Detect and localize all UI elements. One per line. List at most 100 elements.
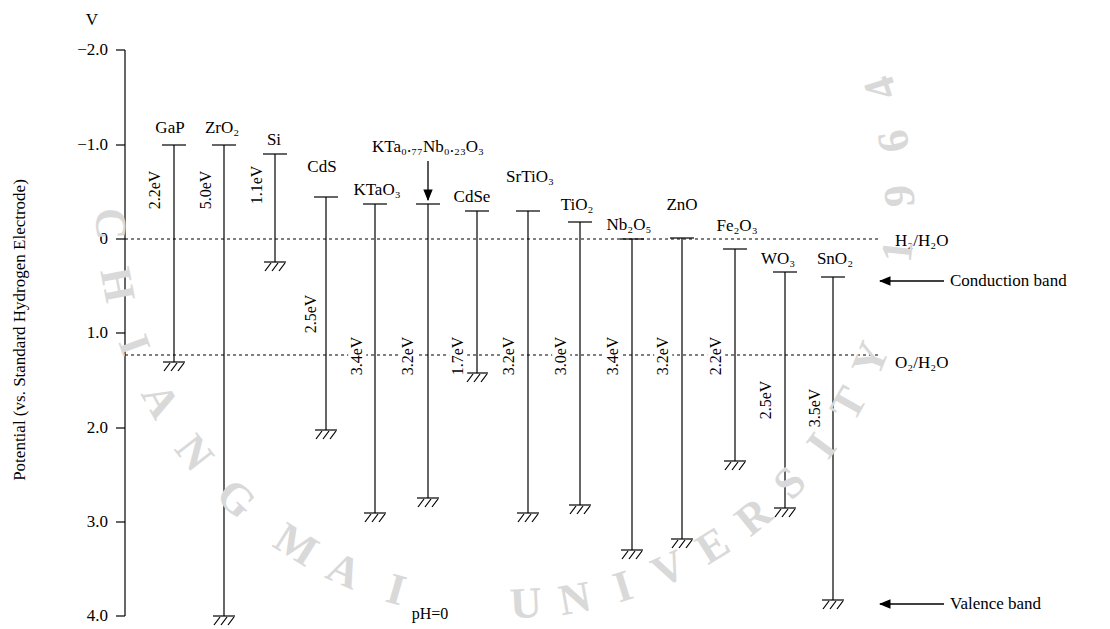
band-edge — [417, 497, 439, 498]
tick-label: −2.0 — [77, 41, 108, 60]
watermark-letter: M — [265, 513, 326, 576]
band-edge — [723, 248, 747, 249]
band-edge — [681, 238, 682, 539]
band-label: Valence band — [950, 595, 1041, 614]
band-edge — [527, 211, 528, 513]
band-edge — [725, 462, 731, 470]
band-gap: 2.5eV — [302, 294, 320, 335]
band-edge — [474, 374, 480, 382]
material-name: KTaO₃ — [353, 181, 400, 200]
band-edge — [732, 462, 738, 470]
material-name: ZnO — [666, 196, 697, 215]
band-edge — [579, 222, 580, 505]
material-name: CdS — [307, 158, 336, 177]
band-edge — [213, 615, 235, 616]
condition-note: pH=0 — [412, 605, 449, 623]
band-edge — [481, 374, 487, 382]
reference-level: O₂/H₂O — [895, 354, 948, 373]
band-edge — [315, 429, 337, 430]
material-name: Si — [267, 131, 281, 150]
band-edge — [279, 263, 285, 271]
band-edge — [162, 145, 186, 371]
band-edge — [671, 538, 693, 539]
material-name: SnO₂ — [817, 250, 853, 269]
band-edge — [372, 514, 378, 522]
axis — [116, 50, 125, 616]
band-gap: 3.2eV — [654, 336, 672, 377]
watermark-letter: C — [85, 207, 134, 240]
band-edge — [221, 617, 227, 625]
band-edge — [325, 197, 326, 430]
watermark-letter: U — [509, 579, 543, 629]
axis — [116, 615, 125, 616]
band-edge — [467, 374, 473, 382]
band-edge — [178, 363, 184, 371]
material-name: GaP — [155, 119, 184, 138]
band-edge — [162, 145, 845, 625]
axis — [116, 332, 125, 333]
watermark-letter: S — [764, 458, 816, 509]
band-edge — [516, 210, 540, 211]
axis — [116, 521, 125, 522]
band-edge — [363, 204, 387, 522]
watermark-letter: T — [821, 379, 878, 428]
watermark-letter: V — [645, 541, 694, 598]
band-edge — [837, 601, 843, 609]
band-edge — [465, 211, 489, 382]
band-edge — [379, 514, 385, 522]
band-gap: 2.2eV — [146, 170, 164, 211]
pointer-arrow — [880, 280, 944, 281]
axis-title: Potential (vs. Standard Hydrogen Electro… — [11, 179, 30, 481]
band-edge — [516, 211, 540, 522]
band-edge — [525, 514, 531, 522]
band-gap: 1.7eV — [449, 336, 467, 377]
material-name: TiO₂ — [561, 196, 594, 215]
band-edge — [274, 154, 275, 262]
band-edge — [620, 238, 644, 239]
band-edge — [789, 509, 795, 517]
band-edge — [821, 276, 845, 277]
band-edge — [228, 617, 234, 625]
band-edge — [316, 431, 322, 439]
band-edge — [823, 601, 829, 609]
tick-label: 2.0 — [87, 419, 108, 438]
band-edge — [775, 509, 781, 517]
band-edge — [577, 506, 583, 514]
tick-label: 1.0 — [87, 324, 108, 343]
band-edge — [679, 540, 685, 548]
axis — [116, 427, 125, 428]
band-edge — [212, 145, 236, 625]
band-edge — [830, 601, 836, 609]
band-edge — [686, 540, 692, 548]
band-edge — [832, 277, 833, 600]
watermark-letter: I — [108, 329, 159, 362]
band-edge — [636, 551, 642, 559]
band-gap: 3.5eV — [806, 388, 824, 429]
watermark-letter: E — [688, 517, 738, 574]
band-edge — [427, 204, 428, 498]
band-edge — [432, 499, 438, 507]
material-name: KTa₀.₇₇Nb₀.₂₃O₃ — [372, 138, 484, 157]
band-edge — [466, 372, 488, 373]
band-gap: 5.0eV — [197, 170, 215, 211]
band-edge — [264, 261, 286, 262]
band-edge — [272, 263, 278, 271]
band-gap: 3.4eV — [348, 336, 366, 377]
band-gap: 2.2eV — [707, 336, 725, 377]
watermark-letter: N — [165, 426, 223, 481]
band-edge — [569, 504, 591, 505]
watermark-letter: I — [608, 561, 639, 612]
band-edge — [568, 222, 592, 514]
material-name: ZrO₂ — [205, 119, 239, 138]
band-edge — [670, 238, 694, 548]
material-name: Nb₂O₅ — [607, 216, 652, 235]
band-edge — [418, 499, 424, 507]
watermark-letter: N — [555, 572, 595, 625]
band-edge — [416, 204, 440, 507]
band-edge — [476, 211, 477, 373]
band-edge — [724, 460, 746, 461]
band-edge — [518, 514, 524, 522]
band-edge — [782, 509, 788, 517]
band-edge — [622, 551, 628, 559]
